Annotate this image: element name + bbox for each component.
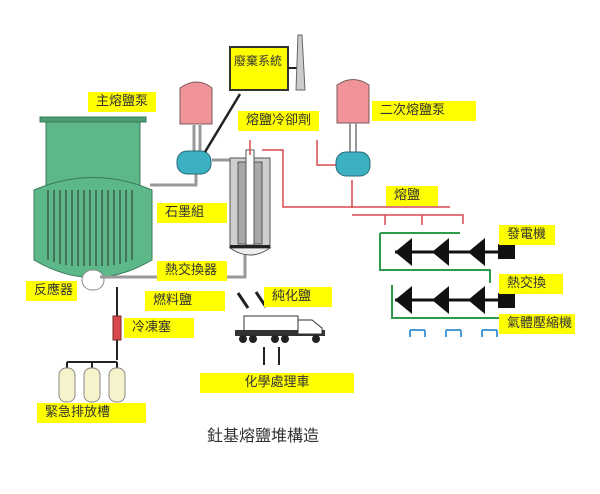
label-heat-exchange: 熱交換	[499, 274, 563, 294]
blue-loop	[409, 329, 498, 337]
label-secondary-pump: 二次熔鹽泵	[372, 101, 476, 121]
diagram-title: 釷基熔鹽堆構造	[207, 426, 320, 445]
label-heat-exchanger: 熱交換器	[157, 261, 227, 281]
label-drain-tanks: 緊急排放槽	[37, 403, 146, 423]
label-freeze-plug: 冷凍塞	[124, 318, 194, 338]
label-purified-salt: 純化鹽	[264, 287, 332, 307]
fuel-pipes	[100, 125, 247, 279]
secondary-pump	[335, 79, 371, 177]
chem-truck-icon	[235, 291, 325, 365]
drain-system	[58, 287, 126, 403]
label-waste-system: 廢棄系統	[233, 54, 282, 68]
generator-icon	[498, 244, 515, 259]
label-reactor: 反應器	[26, 281, 77, 301]
label-chem-truck: 化學處理車	[200, 373, 354, 393]
waste-arrow	[203, 93, 242, 153]
compressor-icon	[498, 293, 515, 308]
stack-icon	[295, 34, 306, 91]
heat-exchanger-vessel	[228, 149, 272, 256]
label-generator: 發電機	[499, 225, 555, 245]
red-coolant-loop	[249, 140, 464, 225]
label-main-pump: 主熔鹽泵	[88, 92, 157, 112]
reactor-vessel	[33, 116, 153, 291]
label-coolant: 熔鹽冷卻劑	[238, 111, 320, 131]
green-gas-loop	[379, 232, 500, 319]
label-gas-compressor: 氣體壓縮機	[499, 314, 575, 334]
main-pump	[176, 81, 213, 175]
label-fuel-salt: 燃料鹽	[145, 291, 225, 311]
label-graphite: 石墨組	[157, 203, 227, 223]
turbines	[395, 238, 498, 314]
waste-system-box	[229, 46, 289, 91]
label-molten-salt: 熔鹽	[386, 186, 438, 206]
